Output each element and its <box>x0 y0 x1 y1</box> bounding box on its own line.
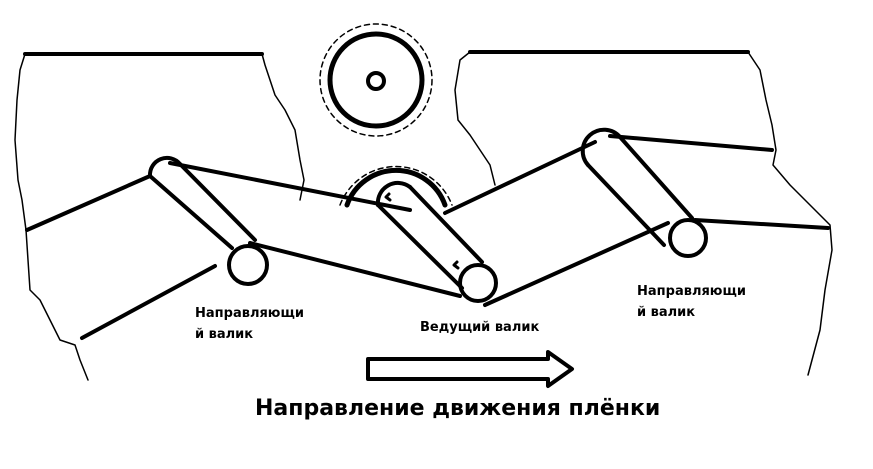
left-guide-roller-label: Направляющи й валик <box>195 306 304 342</box>
drive-roller-label: Ведущий валик <box>420 320 540 335</box>
film-strip <box>25 134 830 340</box>
left-film-sheet <box>14 52 305 381</box>
sprocket-hub-icon <box>366 71 386 91</box>
direction-arrow-icon <box>366 350 574 388</box>
drive-sprocket <box>339 165 453 208</box>
right-guide-roller <box>580 127 708 258</box>
right-guide-roller-label: Направляющи й валик <box>637 284 746 320</box>
direction-label: Направление движения плёнки <box>255 396 661 421</box>
drive-roller <box>375 180 498 303</box>
upper-sprocket <box>319 23 433 137</box>
left-guide-roller <box>147 155 269 286</box>
right-film-sheet <box>454 50 833 376</box>
